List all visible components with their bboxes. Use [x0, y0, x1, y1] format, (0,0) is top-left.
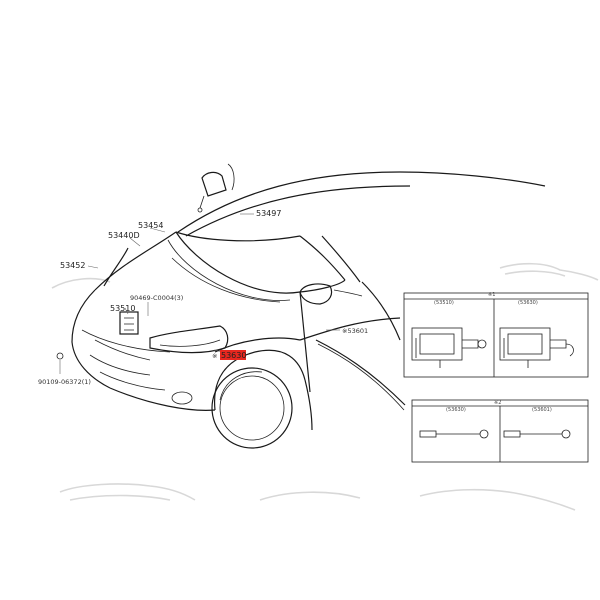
lock-detail-left — [411, 327, 487, 368]
callout-labels: 53497 53454 53440D 53452 53510 90469-C00… — [38, 209, 368, 386]
watermark-car-bottom-left — [59, 483, 576, 511]
detail-box-2-right-label: (53601) — [532, 407, 552, 413]
detail-box-2-title: ※2 — [494, 400, 501, 406]
callout-53452: 53452 — [60, 261, 85, 270]
watermark-car-top-right — [499, 262, 599, 281]
callout-53510: 53510 — [110, 304, 135, 313]
callout-53601: ※53601 — [342, 327, 368, 335]
detail-box-1: ※1 (53510) (53630) — [403, 292, 589, 378]
callout-53440d: 53440D — [108, 231, 140, 240]
vehicle-outline — [56, 163, 546, 449]
callout-90469: 90469-C0004(3) — [130, 294, 183, 302]
watermark-car-left — [51, 277, 111, 289]
callout-53630: 53630 — [221, 351, 246, 360]
callout-53454: 53454 — [138, 221, 163, 230]
detail-box-1-right-label: (53630) — [518, 300, 538, 306]
detail-box-1-title: ※1 — [488, 292, 495, 298]
callout-53497: 53497 — [256, 209, 281, 218]
detail-box-2-left-label: (53630) — [446, 407, 466, 413]
leader-lines — [59, 213, 340, 374]
detail-box-2: ※2 (53630) (53601) — [411, 399, 589, 463]
highlight-53630 — [220, 350, 246, 360]
cable-detail-left — [419, 429, 489, 439]
lock-detail-right — [499, 327, 574, 368]
cable-detail-right — [503, 429, 571, 439]
callout-53630-prefix: ※ — [212, 352, 217, 360]
detail-box-1-left-label: (53510) — [434, 300, 454, 306]
callout-90109: 90109-06372(1) — [38, 378, 91, 386]
